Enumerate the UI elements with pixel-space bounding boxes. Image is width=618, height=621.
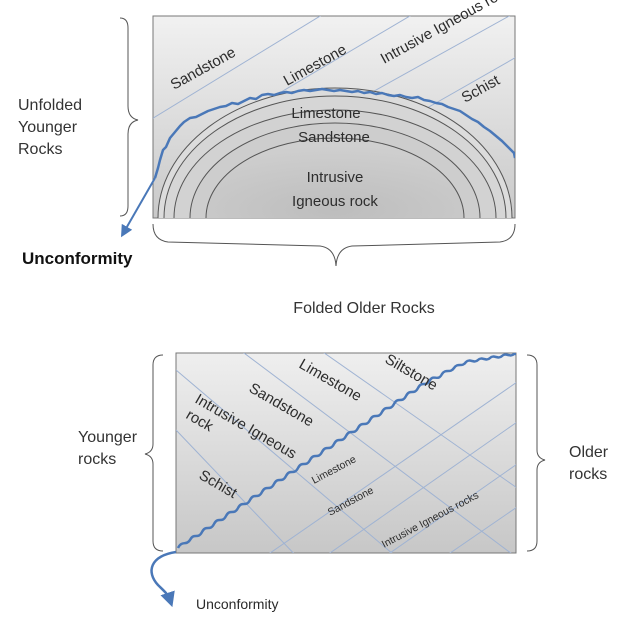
- bedding-line: [389, 464, 516, 553]
- bedding-line: [176, 429, 295, 553]
- left-brace: [144, 354, 164, 552]
- top-unconformity-line: [153, 87, 515, 179]
- fold-label: Sandstone: [298, 129, 370, 146]
- bedding-line: [153, 16, 322, 119]
- bedding-line: [243, 353, 512, 553]
- unconformity-label: Unconformity: [196, 596, 278, 612]
- right-brace: [526, 354, 546, 552]
- bedding-line: [176, 369, 393, 553]
- unconformity-label: Unconformity: [22, 249, 133, 268]
- bottom-cross-section: Siltstone Limestone Sandstone Intrusive …: [78, 351, 609, 612]
- folded-rocks-label: Folded Older Rocks: [293, 300, 434, 317]
- top-cross-section: Sandstone Limestone Intrusive Igneous ro…: [18, 0, 516, 317]
- igneous-dome: [205, 137, 465, 218]
- left-brace: [119, 17, 139, 217]
- unconformity-arrow: [150, 550, 177, 608]
- fold-label: Limestone: [291, 105, 360, 122]
- bottom-block: [175, 352, 517, 554]
- bottom-brace: [152, 223, 516, 267]
- bedding-line: [323, 353, 516, 488]
- unconformity-arrow: [121, 177, 156, 238]
- bedding-line: [269, 382, 516, 553]
- bedding-line: [329, 422, 516, 553]
- bottom-unconformity-line: [176, 353, 516, 549]
- bedding-line: [449, 507, 516, 553]
